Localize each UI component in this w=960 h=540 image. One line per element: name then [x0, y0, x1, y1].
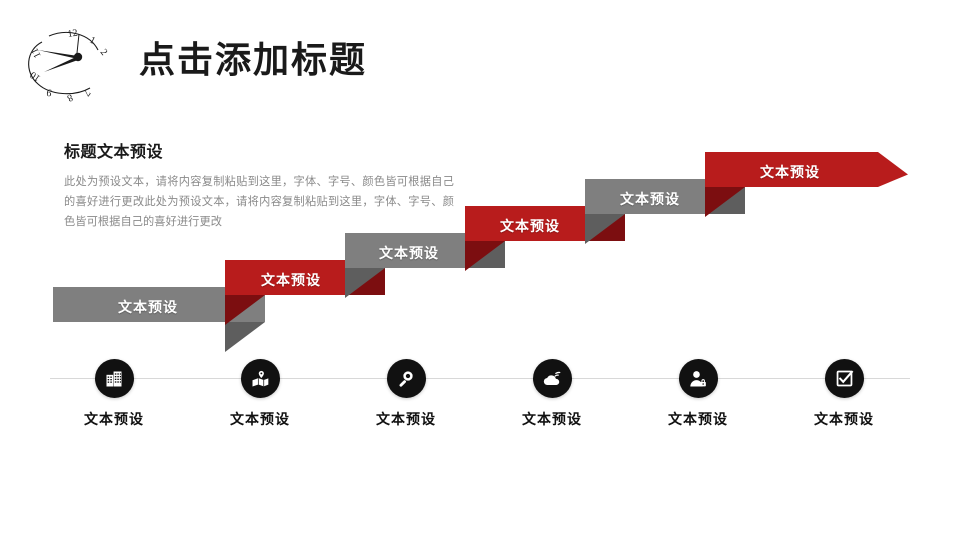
svg-text:10: 10 — [28, 69, 43, 84]
ribbon-fold-4 — [465, 241, 505, 271]
ribbon-label-6: 文本预设 — [760, 164, 820, 180]
ribbon-fold-3 — [345, 268, 385, 298]
timeline-node-6[interactable]: 文本预设 — [769, 340, 919, 428]
svg-text:12: 12 — [67, 28, 78, 40]
map-pin-icon[interactable] — [240, 359, 280, 398]
ribbon-label-4: 文本预设 — [500, 218, 560, 234]
ribbon-tail-4 — [585, 211, 625, 241]
timeline-node-4[interactable]: 文本预设 — [477, 340, 627, 428]
svg-text:11: 11 — [29, 46, 43, 60]
search-icon[interactable] — [386, 359, 426, 398]
timeline-label-3: 文本预设 — [376, 411, 436, 427]
ribbon-label-2: 文本预设 — [261, 272, 321, 288]
svg-text:9: 9 — [46, 86, 52, 98]
cloud-wifi-icon[interactable] — [532, 359, 572, 398]
ribbon-tail-3 — [465, 238, 505, 268]
timeline: 文本预设 文本预设 — [0, 340, 960, 450]
ribbon-fold-2 — [225, 295, 265, 325]
text-block-heading: 标题文本预设 — [64, 144, 164, 161]
ribbon-label-3: 文本预设 — [379, 245, 439, 261]
clock-icon: 12 1 2 7 8 9 10 11 — [16, 20, 120, 103]
ribbon-tail-2 — [345, 265, 385, 295]
timeline-axis — [50, 378, 910, 379]
page-title: 点击添加标题 — [139, 39, 368, 80]
timeline-node-5[interactable]: 文本预设 — [623, 340, 773, 428]
timeline-node-3[interactable]: 文本预设 — [331, 340, 481, 428]
ribbon-fold-6 — [705, 187, 745, 217]
ribbon-tail-5 — [705, 184, 745, 214]
svg-text:7: 7 — [81, 87, 93, 98]
timeline-label-1: 文本预设 — [84, 411, 144, 427]
svg-text:1: 1 — [88, 35, 97, 47]
text-block: 标题文本预设 此处为预设文本，请将内容复制粘贴到这里，字体、字号、颜色皆可根据自… — [64, 143, 454, 232]
timeline-node-2[interactable]: 文本预设 — [185, 340, 335, 428]
timeline-label-6: 文本预设 — [814, 411, 874, 427]
timeline-label-4: 文本预设 — [522, 411, 582, 427]
ribbon-label-1: 文本预设 — [118, 299, 178, 315]
text-block-body: 此处为预设文本，请将内容复制粘贴到这里，字体、字号、颜色皆可根据自己的喜好进行更… — [64, 176, 454, 228]
timeline-node-1[interactable]: 文本预设 — [39, 340, 189, 428]
ribbon-fold-5 — [585, 214, 625, 244]
svg-text:8: 8 — [65, 91, 74, 102]
svg-text:2: 2 — [98, 47, 110, 58]
building-icon[interactable] — [94, 359, 134, 398]
user-lock-icon[interactable] — [678, 359, 718, 398]
timeline-label-5: 文本预设 — [668, 411, 728, 427]
ribbon-label-5: 文本预设 — [620, 191, 680, 207]
timeline-label-2: 文本预设 — [230, 411, 290, 427]
checkbox-icon[interactable] — [824, 359, 864, 398]
slide-header: 12 1 2 7 8 9 10 11 点击添加标题 — [0, 0, 960, 120]
